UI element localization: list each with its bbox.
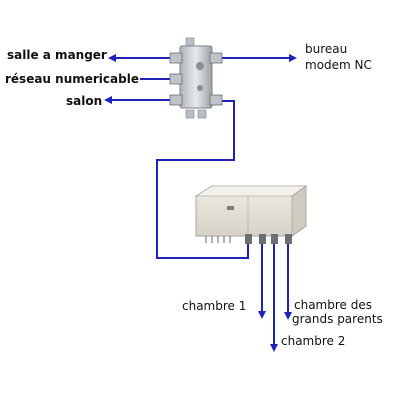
label-bureau: bureau [305,42,348,56]
label-reseau-numericable: réseau numericable [5,72,139,86]
splitter-icon [169,37,223,119]
amplifier-icon [194,185,308,244]
label-salon: salon [66,94,103,108]
label-grands-parents: grands parents [292,312,383,326]
wires-splitter [104,54,297,259]
wire-splitter-to-amplifier [156,100,249,259]
label-chambre-1: chambre 1 [182,299,247,313]
wires-amplifier [258,244,292,352]
label-chambre-des: chambre des [294,298,372,312]
label-salle-a-manger: salle a manger [7,48,107,62]
label-chambre-2: chambre 2 [281,334,346,348]
label-modem-nc: modem NC [305,58,372,72]
